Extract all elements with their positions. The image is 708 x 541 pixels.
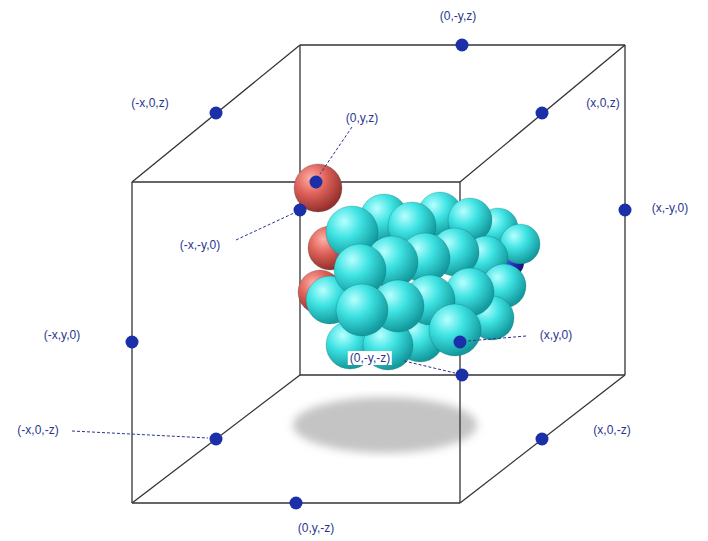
symmetry-point (294, 204, 307, 217)
leader-line (404, 361, 455, 373)
symmetry-point (619, 204, 632, 217)
leader-line (72, 431, 208, 438)
coordinate-label: (0,-y,z) (438, 9, 478, 23)
coordinate-label: (-x,y,0) (42, 328, 82, 342)
coordinate-label: (x,-y,0) (650, 201, 690, 215)
atom-sphere (429, 304, 481, 356)
symmetry-point (290, 497, 303, 510)
leader-lines (72, 127, 526, 438)
symmetry-point (210, 107, 223, 120)
cube-edge (132, 375, 300, 503)
cube-wireframe (132, 45, 625, 503)
cube-edge (460, 45, 625, 182)
coordinate-label: (-x,0,-z) (15, 423, 60, 437)
symmetry-point (536, 433, 549, 446)
coordinate-label: (0,-y,-z) (348, 351, 392, 365)
symmetry-point (126, 336, 139, 349)
symmetry-point (536, 107, 549, 120)
symmetry-point (210, 433, 223, 446)
coordinate-label: (x,0,-z) (591, 423, 632, 437)
coordinate-label: (x,0,z) (584, 96, 621, 110)
coordinate-label: (-x,0,z) (129, 96, 170, 110)
cube-edge (132, 45, 300, 182)
coordinate-label: (x,y,0) (538, 328, 574, 342)
symmetry-points (126, 39, 632, 510)
cube-edge (460, 375, 625, 503)
coordinate-label: (-x,-y,0) (178, 238, 222, 252)
molecule-shadow (293, 397, 477, 453)
leader-line (320, 127, 352, 174)
symmetry-point (454, 336, 467, 349)
coordinate-label: (0,y,-z) (296, 521, 336, 535)
molecule-model (294, 164, 540, 370)
leader-line (468, 336, 526, 341)
symmetry-point (456, 39, 469, 52)
coordinate-label: (0,y,z) (344, 111, 380, 125)
atom-sphere (336, 284, 388, 336)
leader-line (236, 213, 294, 240)
symmetry-point (310, 176, 323, 189)
symmetry-point (456, 369, 469, 382)
